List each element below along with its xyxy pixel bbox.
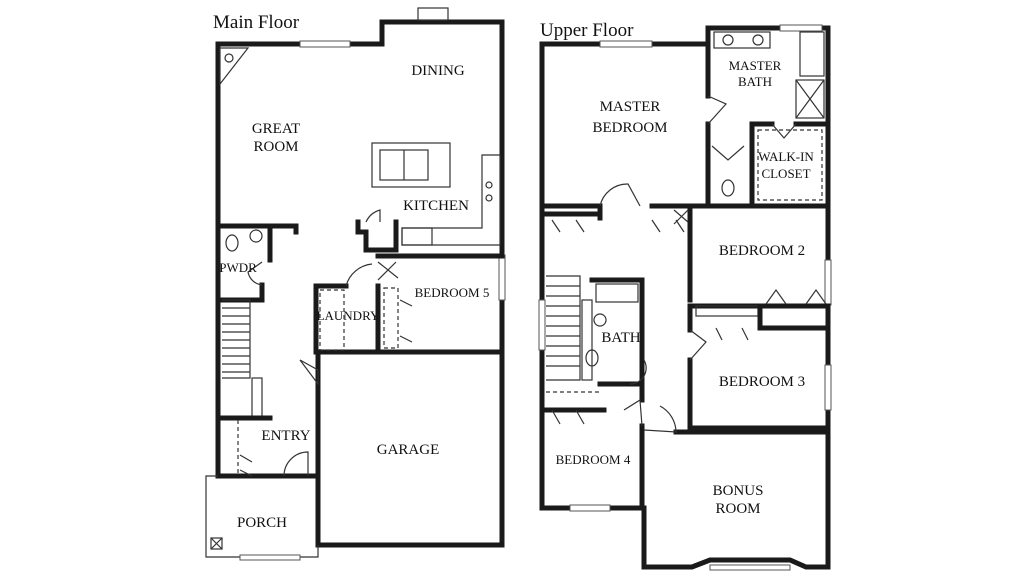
stove-burner-icon: [485, 194, 493, 202]
garage-door-icon[interactable]: [299, 359, 319, 386]
walkin-door[interactable]: [771, 123, 797, 139]
wc-door[interactable]: [711, 145, 745, 161]
porch-outline: [205, 475, 319, 558]
fireplace-icon: [219, 47, 250, 86]
stairs-upper: [546, 275, 581, 381]
window: [239, 554, 301, 561]
window: [824, 259, 832, 306]
window: [779, 24, 823, 32]
pantry-wall: [355, 219, 399, 253]
kitchen-island: [371, 142, 451, 188]
room-label-porch: PORCH: [237, 515, 287, 531]
window: [709, 564, 791, 571]
room-label-bedroom-3: BEDROOM 3: [719, 374, 805, 390]
room-label-master-bedroom: MASTER: [600, 99, 661, 115]
bathtub-icon: [799, 31, 825, 77]
room-label-master-bath: BATH: [738, 74, 772, 89]
bedroom3-closet-wall: [757, 303, 831, 331]
window: [599, 40, 653, 48]
bedroom3-walls: [687, 357, 831, 431]
pwdr-door[interactable]: [247, 261, 263, 286]
stairs-main: [222, 299, 251, 379]
pwdr-top-wall: [215, 223, 299, 235]
bedroom2-closet-doors[interactable]: [765, 288, 827, 305]
pantry-door[interactable]: [365, 209, 381, 223]
room-label-kitchen: KITCHEN: [403, 198, 469, 214]
main-floor-title: Main Floor: [213, 12, 300, 33]
window: [569, 504, 611, 512]
room-label-bedroom-2: BEDROOM 2: [719, 243, 805, 259]
sink-icon: [593, 313, 607, 327]
bonus-door[interactable]: [643, 405, 677, 433]
toilet-icon: [721, 179, 735, 197]
bedroom3-door[interactable]: [689, 329, 707, 361]
window: [824, 364, 832, 411]
room-label-master-bedroom: BEDROOM: [592, 120, 667, 136]
bedroom4-closet-doors[interactable]: [551, 409, 585, 425]
stair-treads: [222, 307, 250, 373]
main-floor: Main Floor: [205, 7, 506, 561]
shower-icon: [795, 79, 825, 119]
stair-rail: [251, 377, 263, 419]
laundry-door[interactable]: [345, 263, 373, 287]
shower-drain-mark: [795, 79, 825, 119]
room-label-master-bath: MASTER: [729, 58, 782, 73]
entry-closet-doors[interactable]: [239, 454, 253, 477]
stair-treads-upper: [546, 285, 580, 367]
master-closet-wall: [705, 121, 755, 209]
fireplace-detail: [224, 53, 234, 63]
room-label-walk-in-closet: WALK-IN: [758, 149, 814, 164]
hall-bath-walls: [589, 277, 645, 387]
room-label-pwdr: PWDR: [219, 260, 257, 275]
master-door[interactable]: [599, 183, 641, 207]
window: [538, 299, 546, 351]
sink-icon: [249, 229, 263, 243]
room-label-entry: ENTRY: [261, 428, 310, 444]
room-label-laundry: LAUNDRY: [317, 308, 380, 323]
hall-closet-doors[interactable]: [551, 219, 585, 233]
hall-bath-tub: [595, 283, 639, 303]
pwdr-bottom-wall: [215, 282, 265, 303]
fridge-icon: [401, 227, 433, 246]
room-label-bedroom-5: BEDROOM 5: [415, 285, 490, 300]
vanity-sink-icon: [722, 34, 734, 46]
room-label-walk-in-closet: CLOSET: [761, 166, 810, 181]
double-vanity: [713, 31, 771, 49]
stair-rail-upper: [581, 299, 593, 381]
toilet-icon: [585, 349, 599, 367]
upper-floor-title: Upper Floor: [540, 20, 634, 41]
stove-burner-icon: [485, 181, 493, 189]
room-label-great-room: ROOM: [253, 139, 298, 155]
room-label-bath: BATH: [601, 330, 640, 346]
upper-floor: Upper Floor: [538, 20, 832, 571]
room-label-garage: GARAGE: [377, 442, 440, 458]
hall-closet-doors[interactable]: [651, 219, 685, 233]
entry-door[interactable]: [283, 451, 309, 477]
upper-floor-exterior-walls: [539, 25, 831, 570]
walkin-shelving: [757, 129, 823, 201]
room-label-bonus-room: ROOM: [715, 501, 760, 517]
room-label-great-room: GREAT: [252, 121, 300, 137]
room-label-dining: DINING: [411, 63, 464, 79]
master-bath-door[interactable]: [707, 95, 727, 125]
toilet-icon: [225, 234, 239, 252]
chimney: [417, 7, 449, 21]
bedroom5-door[interactable]: [377, 261, 399, 281]
porch-post-mark: [210, 537, 223, 550]
hall-bath-door[interactable]: [629, 359, 647, 385]
bedroom5-closet-doors[interactable]: [399, 299, 413, 343]
porch-post-icon: [210, 537, 223, 550]
room-label-bonus-room: BONUS: [713, 483, 764, 499]
bedroom5-closet: [383, 287, 399, 349]
vanity-sink-icon: [752, 34, 764, 46]
bedroom2-door[interactable]: [673, 209, 689, 225]
room-label-bedroom-4: BEDROOM 4: [556, 452, 631, 467]
bedroom4-door[interactable]: [623, 398, 643, 427]
bedroom3-closet-doors[interactable]: [715, 327, 749, 341]
window: [498, 254, 506, 301]
window: [299, 40, 351, 48]
